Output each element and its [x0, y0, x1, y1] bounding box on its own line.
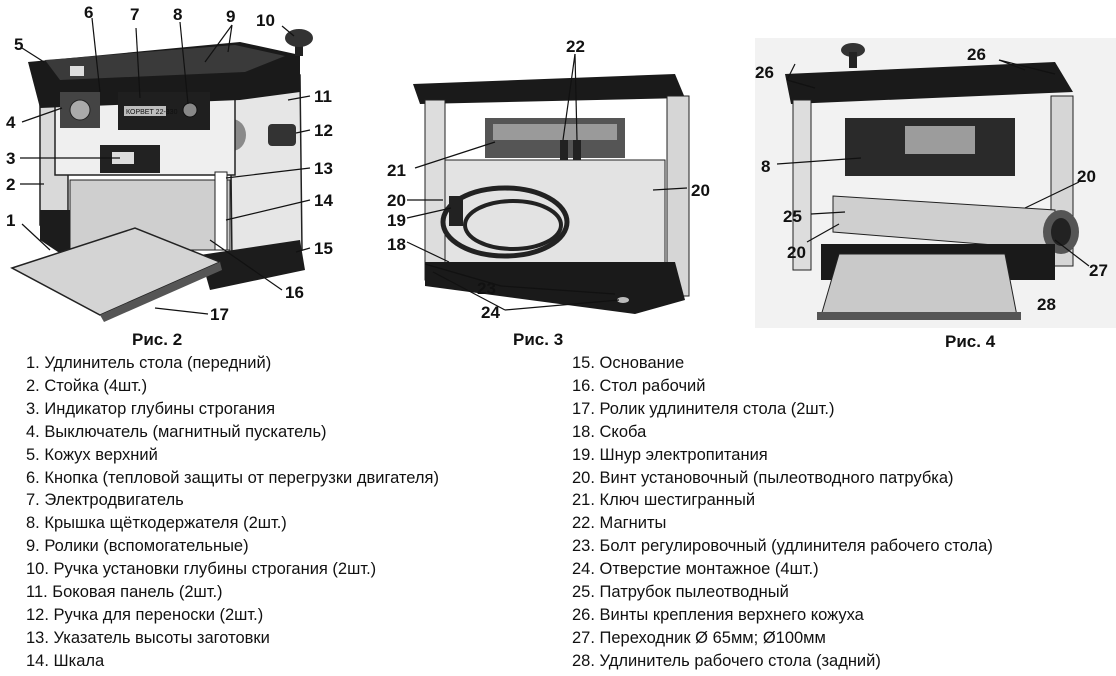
figure-2: КОРВЕТ 22-330	[0, 0, 340, 349]
label-22: 22	[566, 37, 585, 56]
legend-item: 20. Винт установочный (пылеотводного пат…	[572, 468, 954, 487]
legend-item: 26. Винты крепления верхнего кожуха	[572, 605, 864, 624]
legend-item: 25. Патрубок пылеотводный	[572, 583, 789, 602]
label-17: 17	[210, 305, 229, 324]
label-20-right-fig4: 20	[1077, 167, 1096, 186]
legend-item: 8. Крышка щёткодержателя (2шт.)	[26, 514, 287, 533]
label-20-left: 20	[387, 191, 406, 210]
label-10: 10	[256, 11, 275, 30]
legend-item: 1. Удлинитель стола (передний)	[26, 354, 272, 372]
legend-item: 5. Кожух верхний	[26, 445, 158, 464]
legend-item: 4. Выключатель (магнитный пускатель)	[26, 422, 327, 441]
figure-2-caption: Рис. 2	[132, 330, 183, 349]
legend-item: 11. Боковая панель (2шт.)	[26, 583, 223, 602]
label-14: 14	[314, 191, 333, 210]
legend-item: 17. Ролик удлинителя стола (2шт.)	[572, 399, 835, 418]
label-8-fig4: 8	[761, 157, 771, 176]
motor-plate-text: КОРВЕТ 22-330	[126, 109, 178, 116]
legend-item: 19. Шнур электропитания	[572, 445, 768, 464]
label-2: 2	[6, 175, 16, 194]
label-21: 21	[387, 161, 406, 180]
planer-front-illustration: КОРВЕТ 22-330	[10, 17, 313, 322]
legend-item: 23. Болт регулировочный (удлинителя рабо…	[572, 537, 993, 556]
label-20-right: 20	[691, 181, 710, 200]
label-1: 1	[6, 211, 16, 230]
label-13: 13	[314, 159, 333, 178]
label-16: 16	[285, 283, 304, 302]
figure-3-caption: Рис. 3	[513, 330, 564, 349]
legend-item: 14. Шкала	[26, 651, 105, 670]
label-15: 15	[314, 239, 333, 258]
label-9: 9	[226, 7, 236, 26]
planer-rear-illustration	[406, 53, 690, 314]
legend-item: 21. Ключ шестигранный	[572, 491, 756, 510]
label-26-left: 26	[755, 63, 774, 82]
label-12: 12	[314, 121, 333, 140]
legend-item: 24. Отверстие монтажное (4шт.)	[572, 560, 819, 579]
label-4: 4	[6, 113, 16, 132]
legend-item: 15. Основание	[572, 354, 685, 372]
label-6: 6	[84, 3, 94, 22]
legend-item: 3. Индикатор глубины строгания	[26, 399, 276, 418]
label-24: 24	[481, 303, 500, 322]
legend-item: 13. Указатель высоты заготовки	[26, 628, 270, 647]
figure-3: 22 21 20 19 18 20 23 24 Рис. 3	[385, 0, 715, 349]
legend-item: 12. Ручка для переноски (2шт.)	[26, 605, 264, 624]
label-11: 11	[314, 87, 332, 106]
legend-item: 22. Магниты	[572, 514, 667, 533]
label-8: 8	[173, 5, 183, 24]
legend-item: 9. Ролики (вспомогательные)	[26, 537, 249, 556]
planer-rear-dust-outlet-illustration	[755, 38, 1116, 328]
legend-item: 6. Кнопка (тепловой защиты от перегрузки…	[26, 468, 439, 487]
legend-item: 27. Переходник Ø 65мм; Ø100мм	[572, 628, 826, 647]
label-25: 25	[783, 207, 802, 226]
legend-item: 16. Стол рабочий	[572, 376, 706, 395]
label-20-left-fig4: 20	[787, 243, 806, 262]
label-3: 3	[6, 149, 16, 168]
label-26-right: 26	[967, 45, 986, 64]
legend-item: 28. Удлинитель рабочего стола (задний)	[572, 651, 881, 670]
label-7: 7	[130, 5, 140, 24]
label-5: 5	[14, 35, 24, 54]
legend-item: 2. Стойка (4шт.)	[26, 376, 148, 395]
label-27: 27	[1089, 261, 1108, 280]
legend-item: 7. Электродвигатель	[26, 491, 184, 510]
parts-legend-left: 1. Удлинитель стола (передний) 2. Стойка…	[26, 352, 439, 673]
label-18: 18	[387, 235, 406, 254]
legend-item: 10. Ручка установки глубины строгания (2…	[26, 560, 377, 579]
parts-legend-right: 15. Основание 16. Стол рабочий 17. Ролик…	[572, 352, 993, 673]
label-19: 19	[387, 211, 406, 230]
figure-4-caption: Рис. 4	[945, 332, 996, 351]
label-28: 28	[1037, 295, 1056, 314]
figure-4: 26 26 8 20 25 20 27 28 Рис. 4	[755, 0, 1116, 351]
label-23: 23	[477, 279, 496, 298]
legend-item: 18. Скоба	[572, 422, 647, 441]
